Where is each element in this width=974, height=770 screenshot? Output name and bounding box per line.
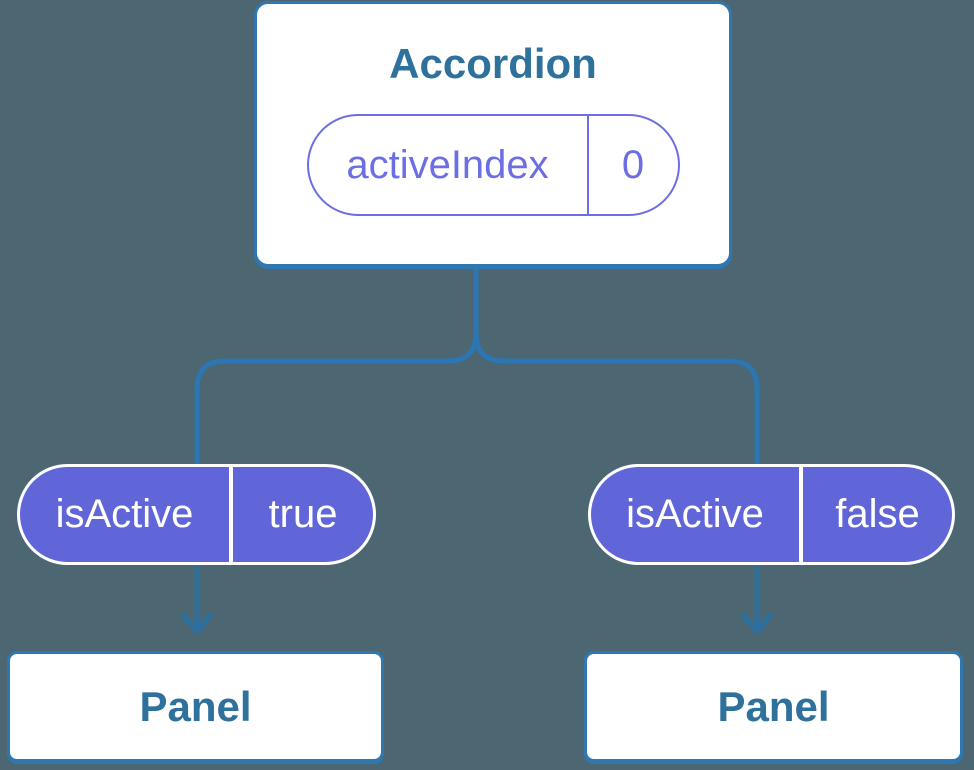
arrow-right-head-icon — [741, 613, 773, 634]
prop-value-label: false — [835, 492, 920, 536]
prop-pill-isactive-true: isActive true — [17, 464, 376, 565]
panel-card-right: Panel — [584, 651, 963, 762]
pill-divider — [229, 467, 233, 562]
accordion-component-card: Accordion activeIndex 0 — [254, 1, 732, 267]
state-name-label: activeIndex — [346, 142, 549, 187]
connector-branch-right — [473, 332, 760, 464]
panel-title: Panel — [717, 682, 830, 730]
prop-pill-isactive-false: isActive false — [588, 464, 955, 565]
state-value-label: 0 — [621, 142, 645, 187]
pill-divider — [586, 116, 589, 214]
prop-name-label: isActive — [626, 492, 764, 536]
panel-title: Panel — [139, 682, 252, 730]
component-title: Accordion — [389, 40, 597, 87]
state-pill-activeindex: activeIndex 0 — [306, 114, 680, 216]
connector-branch-left — [194, 332, 479, 464]
pill-divider — [799, 467, 803, 562]
prop-value-label: true — [268, 492, 338, 536]
prop-name-label: isActive — [55, 492, 194, 536]
arrow-left-head-icon — [181, 613, 213, 634]
panel-card-left: Panel — [7, 651, 384, 762]
